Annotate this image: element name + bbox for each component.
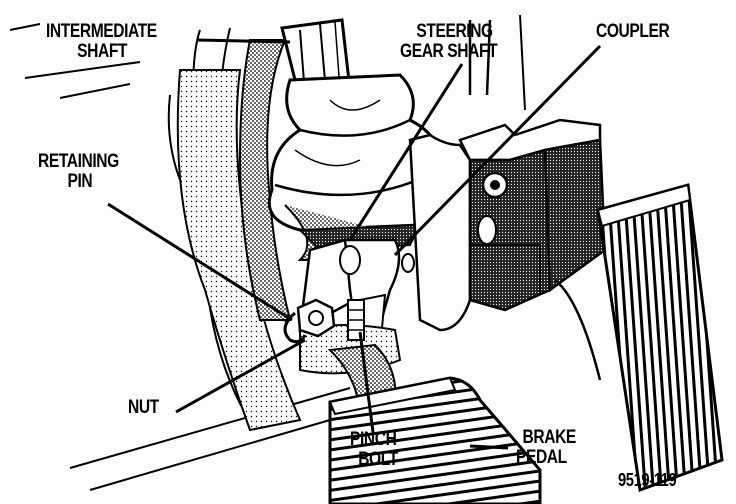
figure-number-text: 9519-119 <box>618 470 677 490</box>
pinch-bolt <box>347 299 365 341</box>
label-pinch-bolt-line1: PINCH <box>350 429 397 450</box>
label-brake-pedal: BRAKE PEDAL <box>516 428 576 468</box>
leader-lines <box>107 38 602 450</box>
brake-pedal-pad <box>328 376 542 504</box>
column-panel <box>176 39 302 432</box>
label-coupler: COUPLER <box>596 21 670 42</box>
label-brake-pedal-line1: BRAKE <box>522 427 577 448</box>
label-nut: NUT <box>128 398 159 418</box>
nut-and-pin <box>283 298 336 344</box>
label-retaining-pin-line1: RETAINING <box>38 151 119 172</box>
label-intermediate-shaft: INTERMEDIATE SHAFT <box>46 22 157 62</box>
label-steering-gear-shaft-line1: STEERING <box>416 21 493 42</box>
label-brake-pedal-line2: PEDAL <box>516 447 567 468</box>
label-retaining-pin: RETAINING PIN <box>38 152 119 192</box>
label-steering-gear-shaft: STEERING GEAR SHAFT <box>400 21 498 62</box>
label-intermediate-shaft-line1: INTERMEDIATE <box>46 21 157 42</box>
label-steering-gear-shaft-line2: GEAR SHAFT <box>400 41 498 62</box>
pedal-bracket <box>408 14 607 381</box>
label-retaining-pin-line2: PIN <box>67 171 93 192</box>
label-intermediate-shaft-line2: SHAFT <box>77 41 128 62</box>
accelerator-pedal <box>596 183 724 493</box>
label-pinch-bolt-line2: BOLT <box>358 449 398 470</box>
label-pinch-bolt: PINCH BOLT <box>350 430 398 470</box>
label-nut-text: NUT <box>128 397 159 418</box>
label-coupler-text: COUPLER <box>596 21 670 42</box>
figure-number: 9519-119 <box>618 470 677 490</box>
